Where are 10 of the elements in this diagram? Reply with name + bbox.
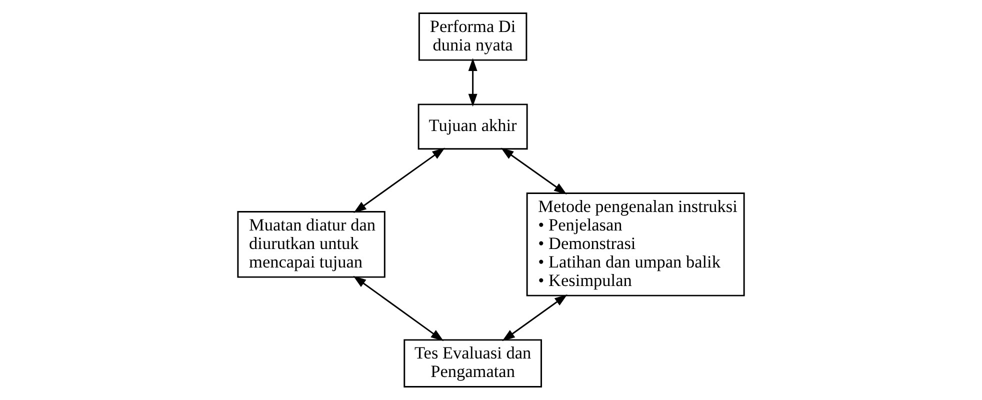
node-box: Muatan diatur dan diurutkan untuk mencapai tujuan	[237, 210, 386, 278]
arrow	[502, 294, 568, 342]
arrow	[353, 276, 444, 342]
node-box: Tes Evaluasi dan Pengamatan	[404, 339, 542, 388]
arrow	[354, 148, 445, 213]
arrow	[500, 148, 567, 194]
node-box: Tujuan akhir	[418, 104, 528, 150]
arrow	[468, 58, 478, 107]
node-box: Metode pengenalan instruksi • Penjelasan • Demonstrasi • Latihan dan umpan balik • Kesimpulan	[526, 192, 745, 296]
node-box: Performa Di dunia nyata	[418, 12, 528, 61]
